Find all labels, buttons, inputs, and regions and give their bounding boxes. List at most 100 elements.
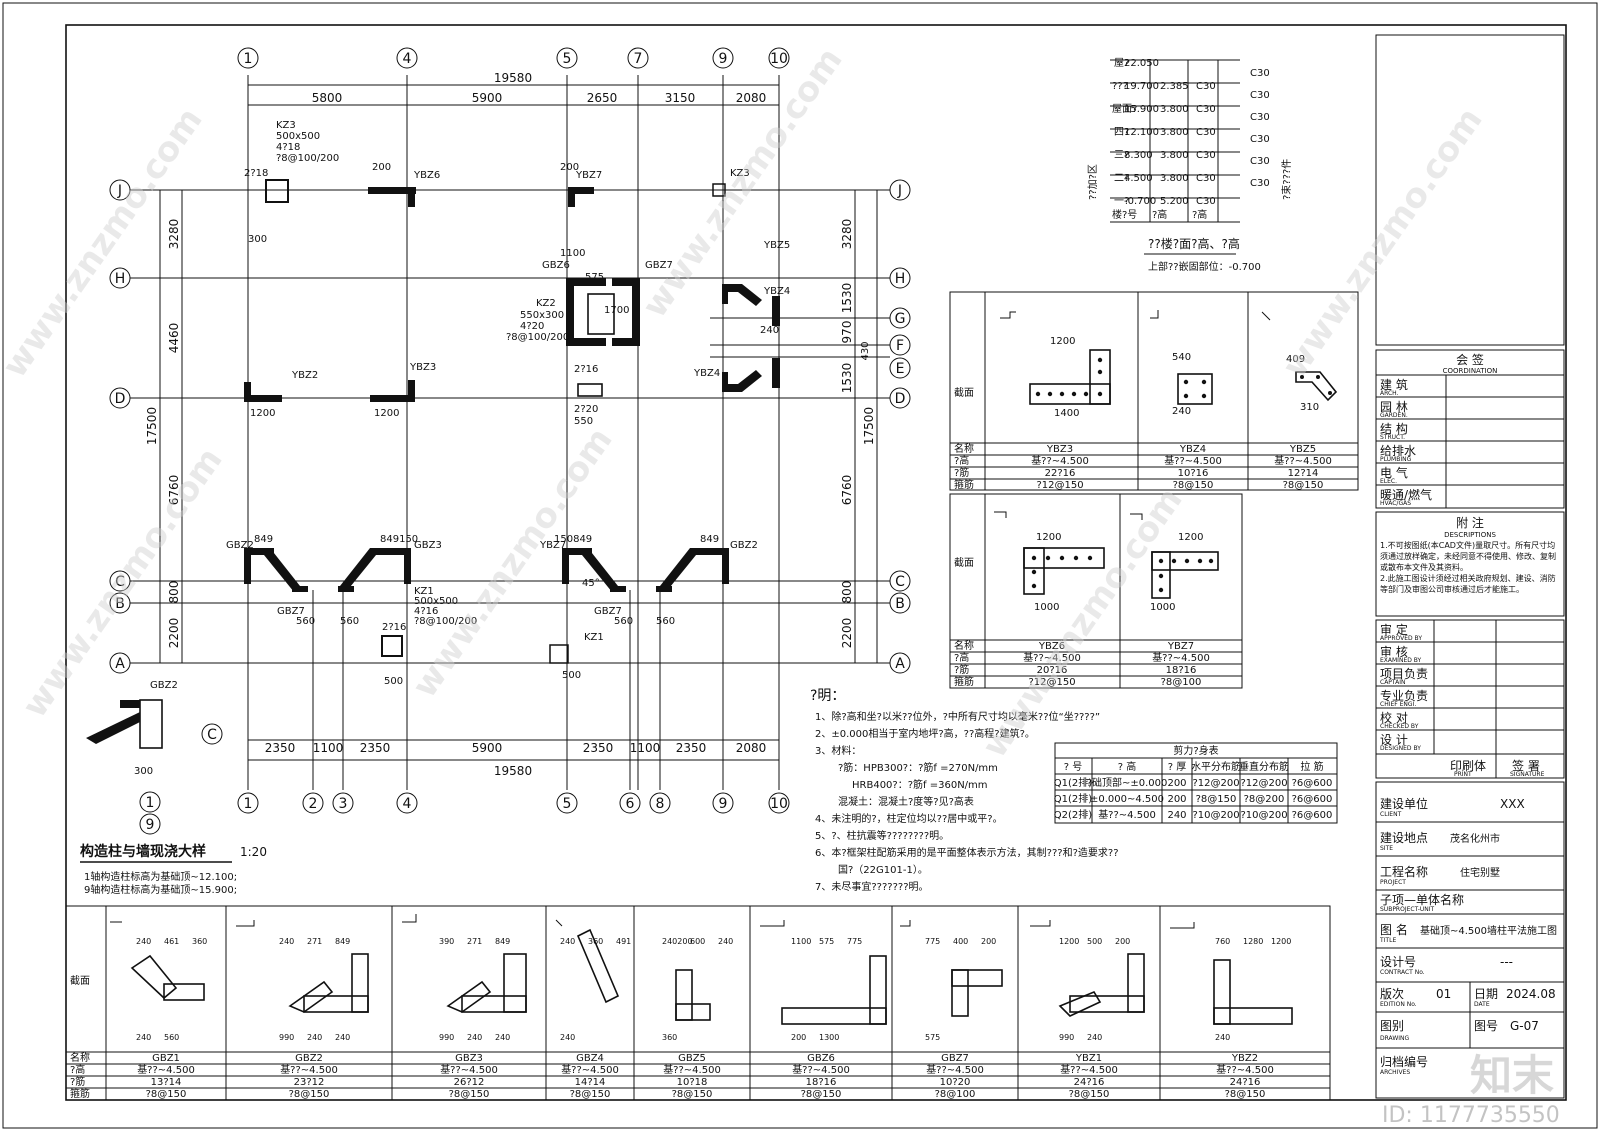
label-ybz5: YBZ5: [763, 240, 790, 251]
elev-grade: C30: [1196, 81, 1216, 92]
elev-header: ?高: [1192, 208, 1207, 221]
section-name: GBZ4: [576, 1053, 604, 1064]
section-bars: 13?14: [151, 1077, 182, 1088]
coord-row-en: PLUMBING: [1380, 456, 1412, 463]
section-name: GBZ2: [295, 1053, 323, 1064]
section-dim: 200: [1115, 937, 1130, 946]
shear-wall-table: 剪力?身表 ? 号 ? 高 ? 厚 水平分布筋 垂直分布筋 拉 筋 Q1(2排)…: [1054, 742, 1338, 824]
label-216: 2?16: [574, 364, 598, 375]
date-label: 日期: [1474, 987, 1498, 1001]
row-head: ?筋: [954, 466, 969, 479]
drawing-label: 图别: [1380, 1019, 1404, 1033]
label-45: 45°: [582, 578, 600, 589]
drawing-no: G-07: [1510, 1019, 1539, 1033]
title-value: 基础顶~4.500墙柱平法施工图: [1420, 924, 1557, 937]
drawing-no-label: 图号: [1474, 1019, 1498, 1033]
shear-cell: ?6@600: [1292, 810, 1333, 821]
wall-ybz2: [244, 395, 282, 402]
section-dim: 240: [718, 937, 733, 946]
axis-label-right: A: [895, 656, 905, 672]
section-bars: 24?16: [1230, 1077, 1261, 1088]
label-gbz7: GBZ7: [594, 606, 622, 617]
elev-grade: C30: [1250, 90, 1270, 101]
shear-header: ? 号: [1064, 761, 1083, 773]
elev-grade: C30: [1196, 150, 1216, 161]
row-head: ?高: [70, 1063, 85, 1076]
section-stir: ?8@150: [801, 1089, 842, 1100]
section-name: YBZ1: [1075, 1053, 1102, 1064]
shear-cell: 基??~4.500: [1098, 808, 1156, 821]
section-stir: ?8@100: [935, 1089, 976, 1100]
client-en: CLIENT: [1380, 811, 1402, 818]
section-elev: 基??~4.500: [1060, 1063, 1118, 1076]
elev-header: 楼?号: [1112, 208, 1137, 221]
section-bars: 10?20: [940, 1077, 971, 1088]
label-ybz2: YBZ2: [291, 370, 318, 381]
section-dim: 1300: [819, 1033, 839, 1042]
shear-cell: ?6@600: [1292, 794, 1333, 805]
coord-row: 结 构: [1380, 421, 1408, 436]
section-dim: 990: [439, 1033, 454, 1042]
wall-ybz5: [722, 284, 762, 306]
label-gbz2: GBZ2: [730, 540, 758, 551]
section-elev: 基??~4.500: [137, 1063, 195, 1076]
row-head: ?筋: [70, 1075, 85, 1088]
coord-row: 暖通/燃气: [1380, 487, 1432, 502]
label-kz1: KZ1: [414, 586, 434, 597]
elev-value: 4.500: [1124, 173, 1153, 184]
watermark-site: www.znzmo.com: [405, 421, 621, 706]
col-stir: ?12@150: [1036, 480, 1083, 491]
label-gbz7: GBZ7: [277, 606, 305, 617]
dim-left-seg: 800: [167, 581, 181, 604]
axis-label-left: B: [115, 596, 125, 612]
note-item: 国?（22G101-1）。: [838, 864, 928, 876]
wall-ybz7: [568, 187, 594, 194]
column-kz3: [265, 179, 289, 203]
section-dim: 390: [439, 937, 454, 946]
col-stir: ?8@150: [1173, 480, 1214, 491]
sign-row-en: DESIGNED BY: [1380, 745, 1421, 752]
label-kz1-stirrup: ?8@100/200: [414, 616, 477, 627]
edition-en: EDITION No.: [1380, 1001, 1417, 1008]
section-dim: 1100: [791, 937, 811, 946]
sign-row: 审 定: [1380, 622, 1408, 637]
section-bars: 18?16: [806, 1077, 837, 1088]
section-bars: 26?12: [454, 1077, 485, 1088]
axis-label-bottom: 6: [626, 796, 635, 812]
dim-left-seg: 3280: [167, 219, 181, 250]
col-bars: 18?16: [1166, 665, 1197, 676]
section-bars: 14?14: [575, 1077, 606, 1088]
archives-en: ARCHIVES: [1380, 1069, 1410, 1076]
coord-en: COORDINATION: [1443, 367, 1498, 375]
section-dim: 575: [925, 1033, 940, 1042]
sec-dim: 1200: [1050, 336, 1075, 347]
sec-dim: 1200: [1178, 532, 1203, 543]
dim-top-seg: 5900: [472, 91, 503, 105]
label-gbz2: GBZ2: [226, 540, 254, 551]
general-notes: ?明： 1、除?高和坐?以米??位外，?中所有尺寸均以毫米??位“坐????” …: [810, 688, 1119, 893]
col-bars: 20?16: [1037, 665, 1068, 676]
section-name: GBZ7: [941, 1053, 969, 1064]
label-ybz4: YBZ4: [763, 286, 790, 297]
section-stir: ?8@150: [672, 1089, 713, 1100]
col-name: YBZ5: [1289, 444, 1316, 455]
note-item: ?筋：HPB300?：?筋f =270N/mm: [838, 761, 998, 774]
axis-label-top: 1: [244, 51, 253, 67]
edition-label: 版次: [1380, 987, 1404, 1001]
axis-label-right: E: [896, 361, 905, 377]
drawing-en: DRAWING: [1380, 1035, 1410, 1042]
col-elev: 基??~4.500: [1152, 651, 1210, 664]
elev-grade: C30: [1250, 112, 1270, 123]
elev-floor: 一?: [1114, 196, 1129, 207]
dim-bottom-seg: 2350: [676, 741, 707, 755]
sign-label: 签 署: [1512, 758, 1540, 773]
section-dim: 775: [847, 937, 862, 946]
coord-row-en: HVAC/GAS: [1380, 500, 1411, 507]
coord-row-en: GARDEN.: [1380, 412, 1408, 419]
label-200: 200: [560, 162, 579, 173]
section-stir: ?8@150: [449, 1089, 490, 1100]
watermark-layer: www.znzmo.com www.znzmo.com www.znzmo.co…: [0, 41, 1560, 1128]
dim-top-total: 19580: [494, 71, 532, 85]
label-kz3-size: 500x500: [276, 131, 320, 142]
